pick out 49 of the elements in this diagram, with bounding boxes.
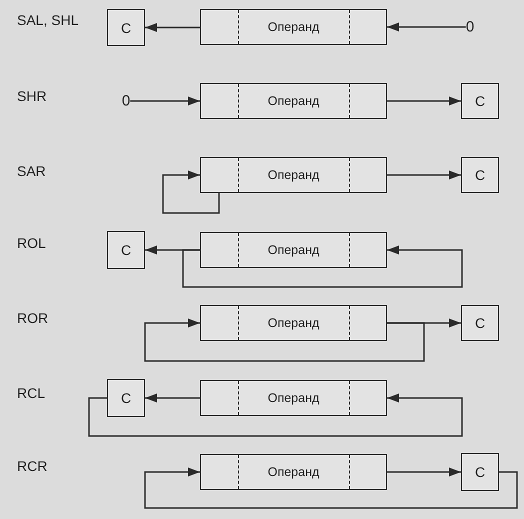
- carry-flag-box: [107, 379, 145, 417]
- arrow: [145, 394, 200, 402]
- arrow: [145, 23, 200, 32]
- register-box: [200, 9, 387, 45]
- register-box: [200, 83, 387, 119]
- instruction-mnemonic: RCR: [17, 459, 48, 473]
- flag-label: C: [474, 94, 486, 108]
- carry-flag-box: [461, 83, 499, 119]
- operand-label: Операнд: [268, 20, 320, 34]
- carry-flag-box: [107, 9, 145, 46]
- feedback-arrow: [162, 170, 220, 214]
- register-box: [200, 157, 387, 193]
- operand-label: Операнд: [268, 94, 320, 108]
- flag-label: C: [120, 20, 132, 34]
- operand-label: Операнд: [268, 244, 320, 256]
- operand-label: Операнд: [268, 466, 320, 478]
- instruction-mnemonic: SAL, SHL: [17, 13, 78, 27]
- operand-label: Операнд: [268, 168, 320, 182]
- feedback-arrow: [88, 394, 463, 437]
- shift-in-value: 0: [466, 20, 474, 34]
- shift-in-value: 0: [122, 94, 130, 108]
- carry-flag-box: [461, 305, 499, 341]
- carry-flag-box: [107, 231, 145, 269]
- feedback-arrow: [182, 246, 463, 288]
- instruction-mnemonic: ROR: [17, 311, 48, 325]
- arrow: [387, 96, 461, 106]
- arrow: [130, 96, 200, 106]
- register-box: [200, 454, 387, 490]
- flag-label: C: [120, 391, 132, 405]
- flag-label: C: [474, 316, 486, 330]
- operand-label: Операнд: [268, 392, 320, 404]
- carry-flag-box: [461, 453, 499, 491]
- arrow: [387, 468, 461, 476]
- flag-label: C: [120, 243, 132, 257]
- flag-label: C: [474, 168, 486, 182]
- operand-label: Операнд: [268, 316, 320, 330]
- feedback-arrow: [144, 318, 425, 362]
- instruction-mnemonic: SHR: [17, 89, 47, 103]
- register-box: [200, 232, 387, 268]
- register-box: [200, 380, 387, 416]
- feedback-arrow: [144, 468, 518, 509]
- arrow: [387, 170, 461, 180]
- flag-label: C: [474, 465, 486, 479]
- register-box: [200, 305, 387, 341]
- instruction-mnemonic: ROL: [17, 236, 46, 250]
- carry-flag-box: [461, 157, 499, 193]
- arrow: [387, 22, 466, 32]
- instruction-mnemonic: SAR: [17, 164, 46, 178]
- instruction-mnemonic: RCL: [17, 386, 46, 400]
